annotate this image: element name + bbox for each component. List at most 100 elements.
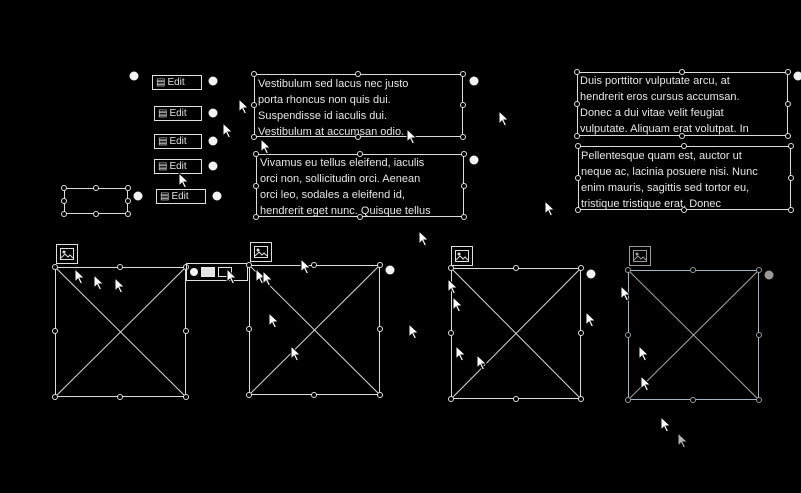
floating-toolbar[interactable] — [186, 263, 248, 281]
resize-handle[interactable] — [253, 151, 259, 157]
anchor-dot[interactable] — [208, 136, 218, 146]
anchor-dot[interactable] — [212, 191, 222, 201]
resize-handle[interactable] — [183, 394, 189, 400]
resize-handle[interactable] — [448, 396, 454, 402]
resize-handle[interactable] — [448, 330, 454, 336]
resize-handle[interactable] — [578, 330, 584, 336]
resize-handle[interactable] — [52, 264, 58, 270]
resize-handle[interactable] — [251, 134, 257, 140]
resize-handle[interactable] — [679, 133, 685, 139]
resize-handle[interactable] — [377, 262, 383, 268]
resize-handle[interactable] — [461, 214, 467, 220]
resize-handle[interactable] — [513, 396, 519, 402]
image-icon[interactable] — [451, 246, 473, 266]
resize-handle[interactable] — [788, 207, 794, 213]
anchor-dot[interactable] — [469, 155, 479, 165]
resize-handle[interactable] — [125, 211, 131, 217]
text-box[interactable]: Vestibulum sed lacus nec justo porta rho… — [256, 76, 462, 136]
text-box[interactable]: Vivamus eu tellus eleifend, iaculis orci… — [258, 155, 464, 217]
resize-handle[interactable] — [246, 326, 252, 332]
resize-handle[interactable] — [251, 102, 257, 108]
resize-handle[interactable] — [690, 267, 696, 273]
toolbar-button[interactable] — [201, 267, 215, 277]
image-placeholder-frame[interactable] — [450, 267, 582, 400]
edit-button[interactable]: ▤Edit — [154, 159, 202, 174]
resize-handle[interactable] — [681, 143, 687, 149]
resize-handle[interactable] — [575, 207, 581, 213]
resize-handle[interactable] — [61, 185, 67, 191]
anchor-dot[interactable] — [129, 71, 139, 81]
resize-handle[interactable] — [460, 71, 466, 77]
resize-handle[interactable] — [625, 397, 631, 403]
toolbar-dot[interactable] — [190, 268, 198, 276]
resize-handle[interactable] — [52, 394, 58, 400]
resize-handle[interactable] — [513, 265, 519, 271]
resize-handle[interactable] — [357, 214, 363, 220]
resize-handle[interactable] — [578, 265, 584, 271]
resize-handle[interactable] — [575, 143, 581, 149]
image-icon[interactable] — [56, 244, 78, 264]
resize-handle[interactable] — [125, 198, 131, 204]
resize-handle[interactable] — [460, 134, 466, 140]
resize-handle[interactable] — [785, 69, 791, 75]
resize-handle[interactable] — [117, 394, 123, 400]
edit-button[interactable]: ▤Edit — [152, 75, 202, 90]
resize-handle[interactable] — [357, 151, 363, 157]
resize-handle[interactable] — [679, 69, 685, 75]
resize-handle[interactable] — [681, 207, 687, 213]
resize-handle[interactable] — [183, 328, 189, 334]
anchor-dot[interactable] — [208, 108, 218, 118]
resize-handle[interactable] — [574, 133, 580, 139]
resize-handle[interactable] — [117, 264, 123, 270]
resize-handle[interactable] — [575, 175, 581, 181]
edit-button[interactable]: ▤Edit — [154, 106, 202, 121]
resize-handle[interactable] — [61, 198, 67, 204]
resize-handle[interactable] — [625, 332, 631, 338]
image-icon[interactable] — [250, 242, 272, 262]
resize-handle[interactable] — [377, 326, 383, 332]
resize-handle[interactable] — [311, 262, 317, 268]
resize-handle[interactable] — [461, 151, 467, 157]
resize-handle[interactable] — [253, 214, 259, 220]
resize-handle[interactable] — [690, 397, 696, 403]
resize-handle[interactable] — [785, 101, 791, 107]
anchor-dot[interactable] — [764, 270, 774, 280]
toolbar-button[interactable] — [218, 267, 232, 277]
resize-handle[interactable] — [355, 71, 361, 77]
resize-handle[interactable] — [52, 328, 58, 334]
resize-handle[interactable] — [93, 185, 99, 191]
resize-handle[interactable] — [788, 143, 794, 149]
resize-handle[interactable] — [756, 332, 762, 338]
edit-button[interactable]: ▤Edit — [154, 134, 202, 149]
text-box[interactable]: Pellentesque quam est, auctor ut neque a… — [579, 148, 790, 210]
resize-handle[interactable] — [355, 134, 361, 140]
resize-handle[interactable] — [311, 392, 317, 398]
resize-handle[interactable] — [377, 392, 383, 398]
resize-handle[interactable] — [788, 175, 794, 181]
anchor-dot[interactable] — [469, 76, 479, 86]
resize-handle[interactable] — [461, 183, 467, 189]
resize-handle[interactable] — [246, 262, 252, 268]
text-box[interactable]: Duis porttitor vulputate arcu, at hendre… — [578, 73, 787, 135]
image-icon[interactable] — [629, 246, 651, 266]
resize-handle[interactable] — [125, 185, 131, 191]
resize-handle[interactable] — [756, 397, 762, 403]
anchor-dot[interactable] — [208, 161, 218, 171]
anchor-dot[interactable] — [133, 191, 143, 201]
resize-handle[interactable] — [253, 183, 259, 189]
anchor-dot[interactable] — [793, 71, 801, 81]
anchor-dot[interactable] — [385, 265, 395, 275]
resize-handle[interactable] — [574, 69, 580, 75]
resize-handle[interactable] — [785, 133, 791, 139]
resize-handle[interactable] — [93, 211, 99, 217]
resize-handle[interactable] — [756, 267, 762, 273]
resize-handle[interactable] — [61, 211, 67, 217]
resize-handle[interactable] — [574, 101, 580, 107]
resize-handle[interactable] — [448, 265, 454, 271]
anchor-dot[interactable] — [586, 269, 596, 279]
resize-handle[interactable] — [578, 396, 584, 402]
edit-button[interactable]: ▤Edit — [156, 189, 206, 204]
anchor-dot[interactable] — [208, 76, 218, 86]
resize-handle[interactable] — [251, 71, 257, 77]
resize-handle[interactable] — [246, 392, 252, 398]
